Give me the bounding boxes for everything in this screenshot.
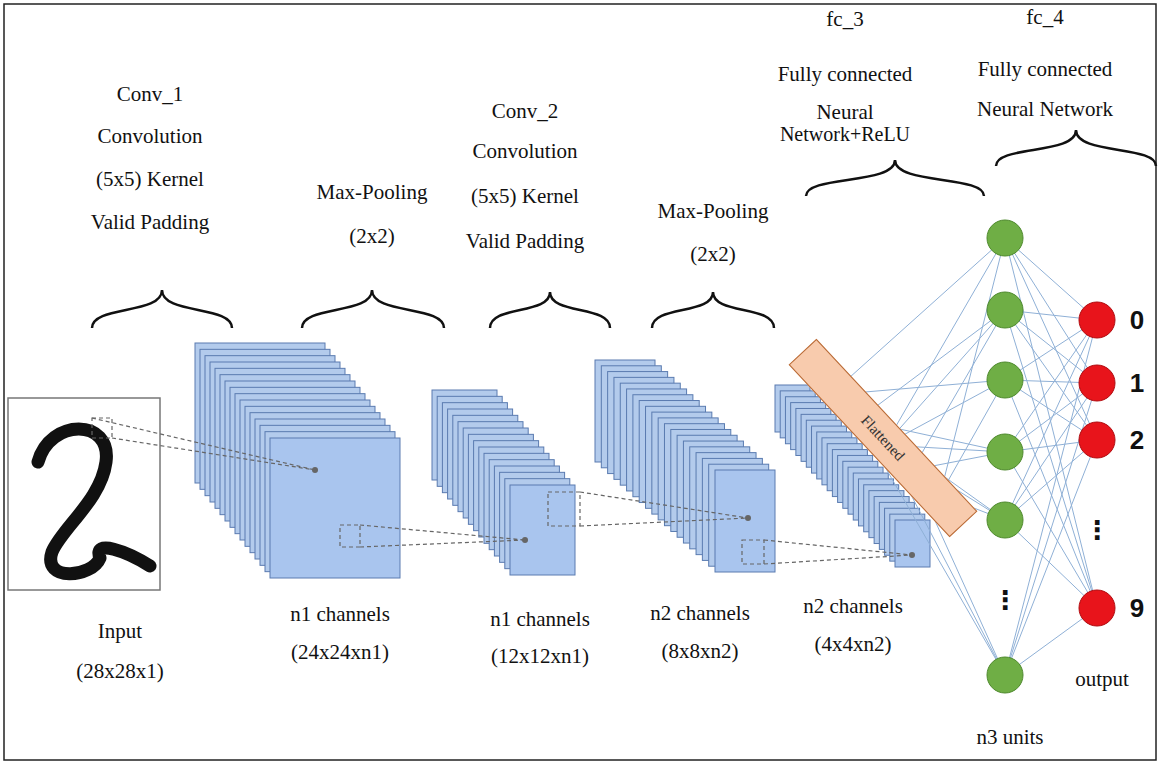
shape-label: (4x4xn2) [815,633,892,656]
layer-type: Convolution [97,125,202,148]
shape-label: n3 units [976,726,1043,749]
hidden-unit [987,220,1023,256]
padding-type: Valid Padding [91,211,209,234]
outer-frame [4,4,1156,760]
output-label: output [1075,668,1129,691]
layer-type: Max-Pooling [317,181,428,204]
layer-type: Neural Network [977,98,1113,121]
connection-line [858,310,1005,420]
output-unit [1079,365,1115,401]
shape-label: n2 channels [803,595,903,618]
receptive-field-dots [312,467,915,558]
feature-map-layer [510,485,575,575]
kernel-size: (5x5) Kernel [471,185,579,208]
kernel-size: (5x5) Kernel [96,168,204,191]
output-unit [1079,590,1115,626]
ellipsis-dots: ⋮ [992,586,1018,615]
feature-map-layer [270,438,400,578]
shape-label: n1 channels [490,608,590,631]
connection-line [1005,238,1097,608]
pool-size: (2x2) [349,225,395,248]
layer-type: Convolution [472,140,577,163]
dense-network [830,220,1115,693]
receptive-field-lines [92,418,912,564]
layer-type: Fully connected [978,58,1113,81]
layer-type: Network+ReLU [780,123,910,145]
output-unit [1079,302,1115,338]
class-digit: 9 [1130,594,1144,623]
pool-size: (2x2) [690,243,736,266]
connection-line [1005,320,1097,520]
class-digit: 2 [1130,426,1144,455]
hidden-unit [987,502,1023,538]
layer-type: Fully connected [778,63,913,86]
shape-label: (24x24xn1) [291,641,389,664]
input-image [8,398,160,590]
hidden-unit [987,434,1023,470]
layer-name: fc_4 [1026,6,1063,29]
connection-line [1005,440,1097,675]
shape-label: Input [98,620,142,643]
feature-map-layer [715,470,775,572]
layer-type: Neural [816,101,873,124]
shape-label: (8x8xn2) [662,640,739,663]
shape-label: (28x28x1) [76,660,164,683]
layer-name: fc_3 [826,8,863,31]
feature-map-layer [895,520,930,567]
hidden-unit [987,292,1023,328]
digit-two-sketch [38,429,150,574]
layer-type: Max-Pooling [658,200,769,223]
shape-label: n2 channels [650,602,750,625]
hidden-unit [987,362,1023,398]
shape-label: n1 channels [290,603,390,626]
padding-type: Valid Padding [466,230,584,253]
connection-line [1005,380,1097,608]
class-digit: 1 [1130,369,1144,398]
connection-line [1005,520,1097,608]
curly-brackets [92,130,1156,328]
output-unit [1079,422,1115,458]
hidden-unit [987,657,1023,693]
layer-name: Conv_1 [117,83,184,106]
shape-label: (12x12xn1) [491,645,589,668]
class-digit: 0 [1130,306,1144,335]
connection-line [830,238,1005,395]
ellipsis-dots: ⋮ [1084,516,1110,545]
layer-name: Conv_2 [492,100,559,123]
